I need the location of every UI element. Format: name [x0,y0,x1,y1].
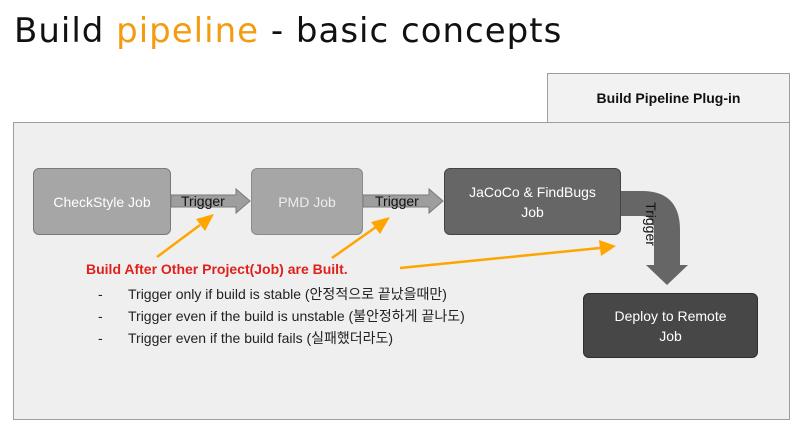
bullet-item: - Trigger only if build is stable (안정적으로 … [98,283,465,305]
trigger-arrow-3 [621,191,688,285]
bullet-dash: - [98,308,103,324]
jacoco-job-label: JaCoCo & FindBugs Job [469,183,596,220]
bullet-text: Trigger only if build is stable (안정적으로 끝… [128,286,447,302]
plugin-label: Build Pipeline Plug-in [596,90,741,106]
headline: Build After Other Project(Job) are Built… [86,261,348,277]
callout-arrow-3-head [599,240,616,256]
trigger-arrow-1 [170,187,251,215]
trigger-label-1: Trigger [181,193,225,209]
callout-arrow-2-head [371,217,390,234]
title-accent: pipeline [116,11,260,51]
page-title: Build pipeline - basic concepts [14,6,562,56]
plugin-tab: Build Pipeline Plug-in [547,73,790,122]
callout-arrow-2 [331,225,377,260]
bullet-text: Trigger even if the build is unstable (불… [128,308,465,324]
callout-arrow-1-head [196,214,214,231]
jacoco-findbugs-job: JaCoCo & FindBugs Job [444,168,621,235]
callout-arrows [156,214,616,270]
trigger-label-3: Trigger [643,202,659,246]
pmd-job: PMD Job [251,168,363,235]
bullet-list: - Trigger only if build is stable (안정적으로 … [98,283,465,349]
pmd-job-label: PMD Job [278,193,336,210]
checkstyle-job: CheckStyle Job [33,168,171,235]
bullet-dash: - [98,330,103,346]
deploy-job-label: Deploy to Remote Job [614,307,727,344]
bullet-item: - Trigger even if the build is unstable (… [98,305,465,327]
title-part1: Build [14,11,117,51]
bullet-item: - Trigger even if the build fails (실패했더라도… [98,327,465,349]
title-part2: - basic concepts [259,11,563,51]
callout-arrow-3 [399,246,601,270]
callout-arrow-1 [156,223,201,259]
checkstyle-job-label: CheckStyle Job [53,193,151,210]
deploy-job: Deploy to Remote Job [583,293,758,358]
bullet-dash: - [98,286,103,302]
bullet-text: Trigger even if the build fails (실패했더라도) [128,330,394,346]
trigger-arrow-2 [362,187,444,215]
trigger-label-2: Trigger [375,193,419,209]
